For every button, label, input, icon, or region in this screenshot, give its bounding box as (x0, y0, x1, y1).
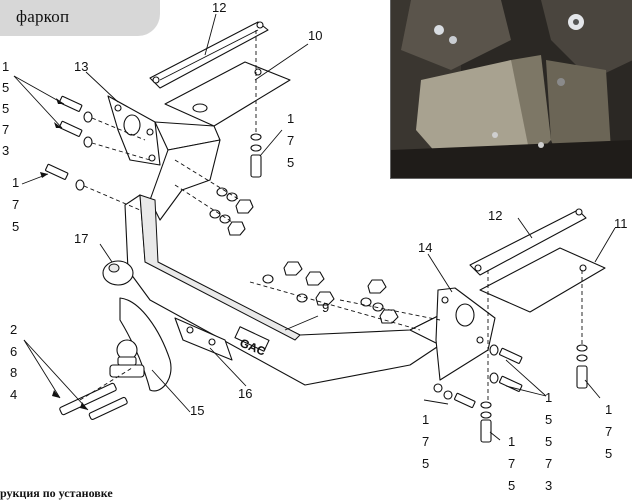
callout-11: 11 (614, 216, 628, 231)
ball-cover-17 (102, 260, 134, 286)
callout-1-top-left: 1 (2, 59, 9, 74)
callout-1-far-right: 1 (605, 402, 612, 417)
nuts-center-mid (262, 261, 335, 306)
callout-7-b: 7 (12, 197, 19, 212)
callout-5-e: 5 (422, 456, 429, 471)
callout-3-b: 3 (545, 478, 552, 493)
callout-7-c: 7 (287, 133, 294, 148)
hitch-pin-bolts (59, 382, 128, 420)
callout-5-c: 5 (12, 219, 19, 234)
callout-5-f: 5 (508, 478, 515, 493)
callout-1-br-c: 1 (545, 390, 552, 405)
callout-17: 17 (74, 231, 88, 246)
callout-3-a: 3 (2, 143, 9, 158)
callout-7-a: 7 (2, 122, 9, 137)
plate-12-top (149, 21, 269, 89)
callout-7-e: 7 (508, 456, 515, 471)
bracket-13-left (107, 95, 221, 221)
callout-7-f: 7 (545, 456, 552, 471)
callout-1-mid-left: 1 (12, 175, 19, 190)
callout-8: 8 (10, 365, 17, 380)
assembly-lines (79, 30, 583, 401)
callout-16: 16 (238, 386, 252, 401)
callout-5-i: 5 (605, 446, 612, 461)
leader-arrows (40, 98, 88, 410)
callout-9: 9 (322, 300, 329, 315)
callout-1-center: 1 (287, 111, 294, 126)
footer-text: рукция по установке (0, 486, 113, 500)
photo-illustration (391, 0, 632, 178)
callout-5-d: 5 (287, 155, 294, 170)
callout-5-h: 5 (545, 434, 552, 449)
callout-labels: 12 10 13 1 5 5 7 3 1 7 5 1 7 5 17 2 6 8 … (2, 0, 628, 493)
callout-leaders (13, 13, 616, 441)
main-beam-9: GAC (124, 194, 481, 386)
installation-photo (390, 0, 632, 179)
callout-13: 13 (74, 59, 88, 74)
nuts-center-right (360, 279, 399, 324)
ball-mount (109, 297, 233, 392)
callout-7-d: 7 (422, 434, 429, 449)
plate-10-top (164, 61, 291, 127)
header-tab: фаркоп (0, 0, 160, 36)
callout-10: 10 (308, 28, 322, 43)
callout-14: 14 (418, 240, 432, 255)
bolts-right (433, 344, 588, 443)
callout-5-b: 5 (2, 101, 9, 116)
page-title: фаркоп (16, 7, 70, 26)
callout-6: 6 (10, 344, 17, 359)
callout-12-right: 12 (488, 208, 502, 223)
plate-11-right (479, 247, 606, 313)
callout-1-br-b: 1 (508, 434, 515, 449)
callout-4: 4 (10, 387, 17, 402)
plate-12-right (469, 208, 587, 276)
nuts-center-left (209, 187, 254, 236)
callout-5-a: 5 (2, 80, 9, 95)
callout-2: 2 (10, 322, 17, 337)
bolt-center-vertical (250, 133, 262, 178)
callout-5-g: 5 (545, 412, 552, 427)
callout-1-br-a: 1 (422, 412, 429, 427)
callout-15: 15 (190, 403, 204, 418)
bolts-left-top (45, 95, 93, 191)
callout-12-top: 12 (212, 0, 226, 15)
callout-7-g: 7 (605, 424, 612, 439)
bracket-14-right (435, 287, 496, 381)
